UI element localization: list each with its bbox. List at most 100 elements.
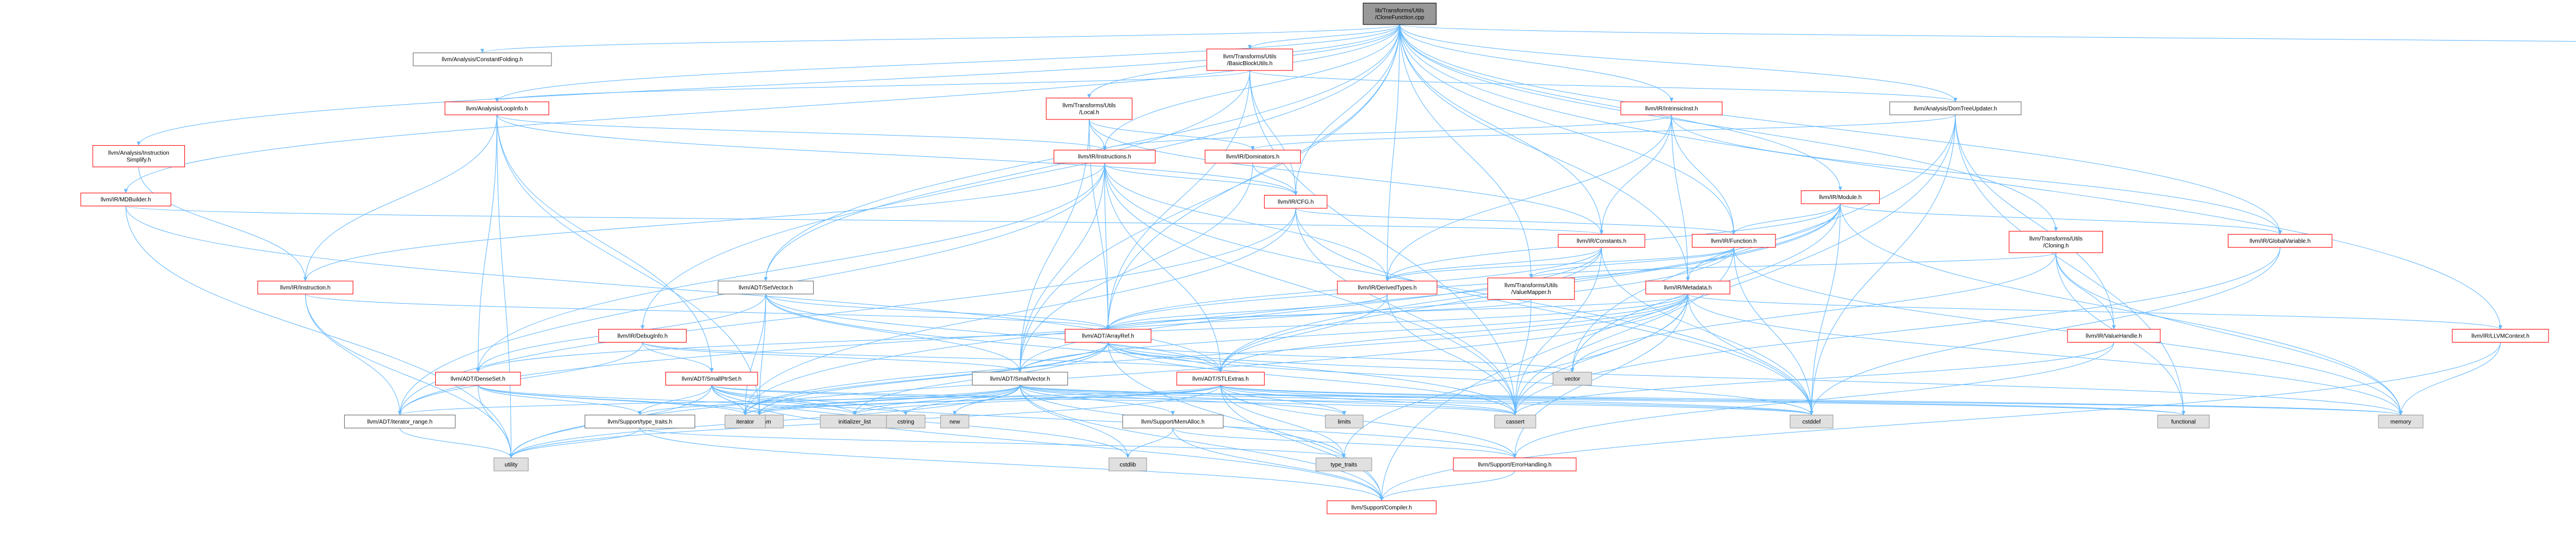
node-constfold[interactable]: llvm/Analysis/ConstantFolding.h bbox=[413, 52, 552, 66]
edge-arrayref-to-vector bbox=[1107, 342, 1575, 372]
edge-densemap-to-algorithm bbox=[478, 384, 762, 415]
node-compiler[interactable]: llvm/Support/Compiler.h bbox=[1327, 500, 1437, 514]
node-bbutils[interactable]: llvm/Transforms/Utils/BasicBlockUtils.h bbox=[1206, 49, 1293, 71]
edge-typetraits-to-compiler bbox=[640, 428, 1384, 501]
node-box bbox=[1801, 190, 1880, 204]
edge-instsimplify-to-instruction bbox=[138, 166, 307, 281]
node-constants[interactable]: llvm/IR/Constants.h bbox=[1557, 234, 1646, 248]
node-label: cstddef bbox=[1802, 419, 1821, 425]
edge-smallvector-to-cstring bbox=[904, 385, 1020, 415]
node-globalvar[interactable]: llvm/IR/GlobalVariable.h bbox=[2227, 234, 2333, 248]
node-label: cstdlib bbox=[1120, 462, 1137, 468]
node-root[interactable]: lib/Transforms/Utils/CloneFunction.cpp bbox=[1363, 2, 1437, 25]
node-label: /CloneFunction.cpp bbox=[1375, 15, 1425, 21]
node-instructions[interactable]: llvm/IR/Instructions.h bbox=[1054, 149, 1156, 164]
node-box bbox=[2378, 415, 2424, 428]
node-label: llvm/IR/Instructions.h bbox=[1078, 154, 1131, 160]
edge-metadata-to-iterator bbox=[743, 294, 1689, 415]
node-label: llvm/Analysis/Instruction bbox=[108, 150, 169, 157]
edge-module-to-cstddef bbox=[1809, 204, 1841, 415]
edge-instruction-to-iterrange bbox=[305, 294, 402, 415]
edge-globalvar-to-cstddef bbox=[1809, 247, 2281, 415]
node-local[interactable]: llvm/Transforms/Utils/Local.h bbox=[1046, 97, 1133, 120]
node-errorhandling[interactable]: llvm/Support/ErrorHandling.h bbox=[1453, 457, 1577, 471]
edge-cloning-to-valuehandle bbox=[2056, 252, 2116, 329]
node-smallptrset[interactable]: llvm/ADT/SmallPtrSet.h bbox=[665, 372, 758, 386]
edge-bbutils-to-cfg bbox=[1249, 70, 1298, 196]
node-function[interactable]: llvm/IR/Function.h bbox=[1691, 234, 1776, 248]
node-box bbox=[724, 415, 766, 428]
node-loopinfo[interactable]: llvm/Analysis/LoopInfo.h bbox=[444, 101, 550, 116]
node-cassert: cassert bbox=[1494, 415, 1536, 428]
edge-smallvector-to-cassert bbox=[1019, 384, 1517, 415]
node-domtreeupd[interactable]: llvm/Analysis/DomTreeUpdater.h bbox=[1889, 101, 2022, 116]
edge-metadata-to-memory bbox=[1687, 294, 2403, 415]
node-smallvector[interactable]: llvm/ADT/SmallVector.h bbox=[972, 372, 1068, 386]
node-iterrange[interactable]: llvm/ADT/iterator_range.h bbox=[344, 415, 456, 428]
node-box bbox=[1327, 500, 1437, 514]
node-box bbox=[1620, 101, 1723, 116]
dependency-edges bbox=[124, 24, 2576, 501]
node-box bbox=[435, 372, 521, 386]
node-memalloc[interactable]: llvm/Support/MemAlloc.h bbox=[1122, 415, 1224, 428]
node-instruction[interactable]: llvm/IR/Instruction.h bbox=[257, 280, 354, 295]
edge-loopinfo-to-algorithm bbox=[496, 114, 762, 415]
node-stlextras[interactable]: llvm/ADT/STLExtras.h bbox=[1176, 372, 1265, 386]
edge-instructions-to-instruction bbox=[303, 163, 1105, 281]
node-iterator: iterator bbox=[724, 415, 766, 428]
node-dominators[interactable]: llvm/IR/Dominators.h bbox=[1205, 149, 1301, 164]
node-mdbuilder[interactable]: llvm/IR/MDBuilder.h bbox=[80, 192, 172, 207]
node-label: llvm/IR/MDBuilder.h bbox=[101, 197, 151, 203]
node-typetraits[interactable]: llvm/Support/type_traits.h bbox=[585, 415, 696, 428]
edge-constants-to-stlextras bbox=[1218, 247, 1602, 372]
edge-debuginfo-to-smallvector bbox=[642, 342, 1022, 372]
node-densemap[interactable]: llvm/ADT/DenseSet.h bbox=[435, 372, 521, 386]
edge-constants-to-cassert bbox=[1513, 247, 1602, 415]
node-label: llvm/IR/CFG.h bbox=[1278, 199, 1314, 205]
node-debuginfo[interactable]: llvm/IR/DebugInfo.h bbox=[598, 329, 687, 343]
edge-root-to-instsimplify bbox=[136, 24, 1401, 146]
node-derivedtypes[interactable]: llvm/IR/DerivedTypes.h bbox=[1337, 280, 1438, 295]
node-cloning[interactable]: llvm/Transforms/Utils/Cloning.h bbox=[2009, 231, 2103, 253]
edge-densemap-to-utility bbox=[478, 385, 514, 458]
edge-smallptrset-to-initlist bbox=[711, 385, 857, 415]
node-initlist: initializer_list bbox=[820, 415, 890, 428]
edge-metadata-to-smallvector bbox=[1018, 293, 1689, 372]
node-label: llvm/Transforms/Utils bbox=[1505, 283, 1558, 289]
node-setvector[interactable]: llvm/ADT/SetVector.h bbox=[717, 280, 814, 295]
node-box bbox=[1557, 234, 1646, 248]
edge-intrinsicinst-to-derivedtypes bbox=[1385, 114, 1672, 281]
node-module[interactable]: llvm/IR/Module.h bbox=[1801, 190, 1880, 204]
node-cfg[interactable]: llvm/IR/CFG.h bbox=[1264, 194, 1328, 209]
node-box bbox=[1552, 372, 1592, 386]
edge-stlextras-to-limits bbox=[1220, 385, 1347, 415]
node-arrayref[interactable]: llvm/ADT/ArrayRef.h bbox=[1064, 329, 1151, 343]
node-box bbox=[2009, 231, 2103, 253]
edge-instructions-to-densemap bbox=[476, 163, 1105, 372]
edge-loopinfo-to-densemap bbox=[476, 114, 498, 372]
node-label: llvm/IR/GlobalVariable.h bbox=[2250, 238, 2311, 244]
edge-derivedtypes-to-cassert bbox=[1387, 294, 1517, 415]
edge-densemap-to-initlist bbox=[478, 384, 857, 415]
node-limits: limits bbox=[1325, 415, 1364, 428]
edge-bbutils-to-cassert bbox=[1249, 70, 1517, 415]
node-intrinsicinst[interactable]: llvm/IR/IntrinsicInst.h bbox=[1620, 101, 1723, 116]
node-llvmcontext[interactable]: llvm/IR/LLVMContext.h bbox=[2452, 329, 2549, 343]
edge-domtreeupd-to-dominators bbox=[1250, 114, 1956, 150]
node-label: new bbox=[949, 419, 960, 425]
edge-root-to-valuemapper bbox=[1399, 24, 1533, 278]
edge-cloning-to-valuemapper bbox=[1529, 252, 2057, 279]
node-label: cstring bbox=[897, 419, 914, 425]
edge-loopinfo-to-instruction bbox=[303, 114, 498, 281]
node-box bbox=[92, 145, 186, 168]
edge-module-to-memory bbox=[1840, 204, 2403, 415]
node-box bbox=[2067, 329, 2161, 343]
node-metadata[interactable]: llvm/IR/Metadata.h bbox=[1645, 280, 1730, 295]
edge-dominators-to-cfg bbox=[1252, 163, 1298, 196]
edge-loopinfo-to-smallptrset bbox=[496, 114, 714, 372]
edge-domtreeupd-to-functional bbox=[1955, 114, 2186, 415]
node-typetraits_std: type_traits bbox=[1315, 457, 1372, 471]
node-valuemapper[interactable]: llvm/Transforms/Utils/ValueMapper.h bbox=[1487, 277, 1575, 300]
node-valuehandle[interactable]: llvm/IR/ValueHandle.h bbox=[2067, 329, 2161, 343]
